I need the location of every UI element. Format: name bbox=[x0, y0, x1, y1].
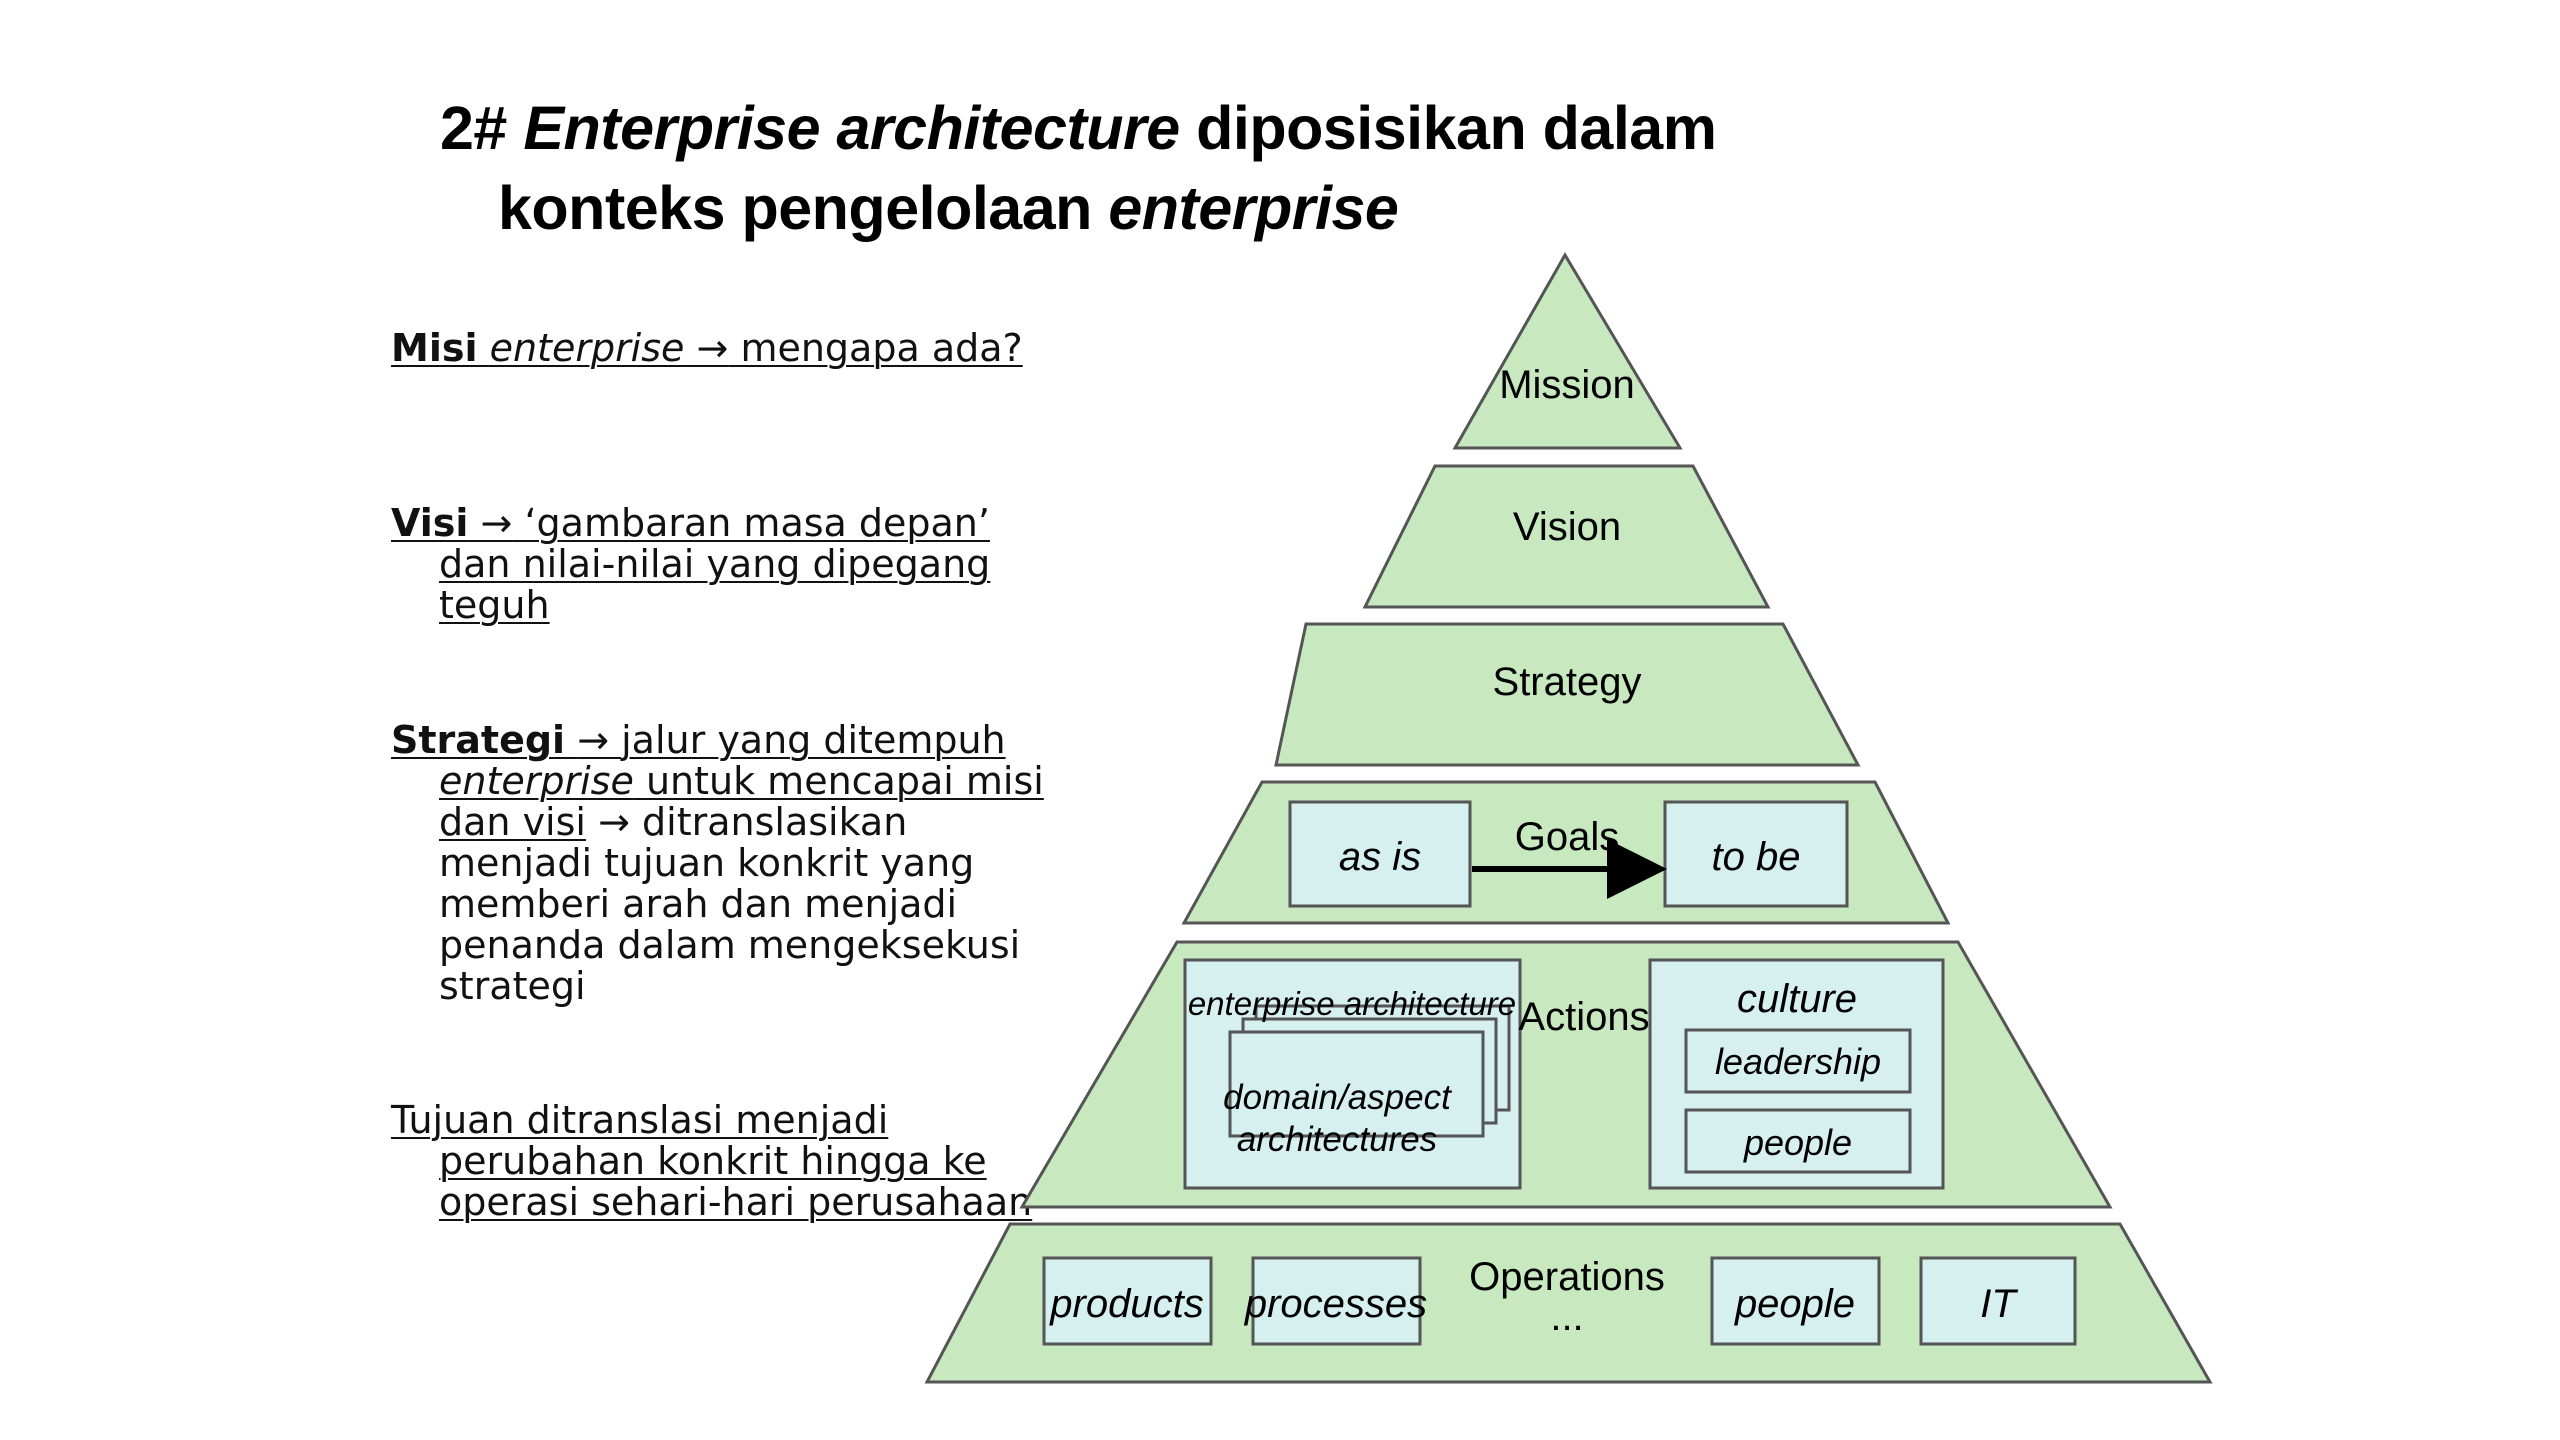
layer-operations bbox=[924, 1222, 2213, 1384]
layer-vision bbox=[1362, 464, 1771, 609]
bullet-strategi-text-a: jalur yang ditempuh bbox=[621, 718, 1006, 762]
ops-box-products bbox=[1042, 1256, 1213, 1346]
ops-box-people bbox=[1710, 1256, 1881, 1346]
title-emphasis-1: Enterprise architecture bbox=[523, 94, 1180, 162]
bullet-visi-text: ‘gambaran masa depan’ dan nilai-nilai ya… bbox=[439, 501, 991, 627]
bullet-misi: Misi enterprise → mengapa ada? bbox=[391, 328, 1051, 369]
arrow-icon: → bbox=[598, 800, 630, 844]
as-is-label: as is bbox=[1339, 835, 1421, 879]
ops-products-label: products bbox=[1049, 1282, 1203, 1326]
mission-label: Mission bbox=[1499, 363, 1635, 407]
layer-strategy bbox=[1274, 622, 1861, 767]
bullet-strategi-text-c: ditranslasikan menjadi tujuan konkrit ya… bbox=[439, 800, 1021, 1008]
operations-ellipsis: ... bbox=[1550, 1295, 1583, 1339]
people-culture-box bbox=[1684, 1108, 1912, 1174]
bullet-visi: Visi → ‘gambaran masa depan’ dan nilai-n… bbox=[391, 503, 1051, 626]
ea-label: enterprise architecture bbox=[1188, 985, 1516, 1022]
vision-label: Vision bbox=[1513, 505, 1621, 549]
bullet-misi-bold: Misi bbox=[391, 326, 478, 370]
leadership-box bbox=[1684, 1028, 1912, 1094]
title-prefix: 2# bbox=[440, 94, 524, 162]
as-is-box bbox=[1288, 800, 1472, 908]
bullet-strategi-text-b: untuk mencapai misi dan visi bbox=[439, 759, 1044, 844]
bullet-strategi: Strategi → jalur yang ditempuh enterpris… bbox=[391, 720, 1051, 1007]
operations-label: Operations bbox=[1469, 1255, 1665, 1299]
ops-it-label: IT bbox=[1980, 1282, 2018, 1326]
domain-stack-front bbox=[1228, 1030, 1485, 1138]
leadership-label: leadership bbox=[1715, 1041, 1881, 1082]
arrow-icon: → bbox=[577, 718, 610, 762]
actions-label: Actions bbox=[1518, 995, 1649, 1039]
ops-box-processes bbox=[1251, 1256, 1422, 1346]
title-rest-1: diposisikan dalam bbox=[1179, 94, 1717, 162]
bullet-visi-bold: Visi bbox=[391, 501, 469, 545]
bullet-tujuan: Tujuan ditranslasi menjadi perubahan kon… bbox=[391, 1100, 1051, 1223]
strategy-label: Strategy bbox=[1493, 660, 1642, 704]
title-line2-plain: konteks pengelolaan bbox=[498, 174, 1109, 242]
to-be-box bbox=[1663, 800, 1849, 908]
title-line-2: konteks pengelolaan enterprise bbox=[440, 168, 1840, 248]
slide-title: 2# Enterprise architecture diposisikan d… bbox=[440, 88, 1840, 248]
arrow-icon: → bbox=[480, 501, 513, 545]
bullet-misi-em: enterprise bbox=[489, 326, 685, 370]
arrow-icon: → bbox=[696, 326, 729, 370]
to-be-label: to be bbox=[1712, 835, 1801, 879]
domain-label-2: architectures bbox=[1237, 1120, 1437, 1159]
bullet-strategi-em: enterprise bbox=[439, 759, 634, 803]
title-emphasis-2: enterprise bbox=[1108, 174, 1399, 242]
bullet-misi-text: mengapa ada? bbox=[740, 326, 1023, 370]
culture-label: culture bbox=[1737, 977, 1857, 1021]
bullet-tujuan-text: Tujuan ditranslasi menjadi perubahan kon… bbox=[391, 1098, 1033, 1224]
bullet-strategi-bold: Strategi bbox=[391, 718, 566, 762]
goals-label: Goals bbox=[1515, 815, 1620, 859]
domain-label-1: domain/aspect bbox=[1223, 1078, 1452, 1117]
ops-box-it bbox=[1919, 1256, 2077, 1346]
people-culture-label: people bbox=[1743, 1122, 1852, 1163]
ops-processes-label: processes bbox=[1244, 1282, 1427, 1326]
layer-mission bbox=[1452, 252, 1683, 450]
ops-people-label: people bbox=[1734, 1282, 1855, 1326]
